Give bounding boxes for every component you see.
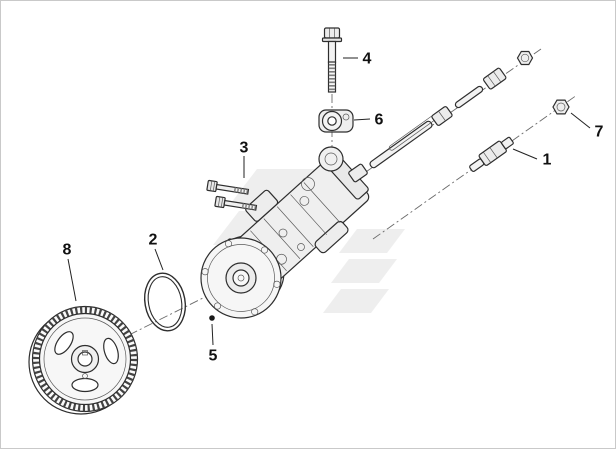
gear-pin-hole [82, 373, 88, 379]
o-ring-outer [143, 272, 187, 332]
hex-nuts [516, 50, 570, 115]
line-fitting [482, 67, 507, 90]
lower-boss [314, 220, 349, 254]
fuel-line-assembly [348, 67, 514, 183]
flange-hole [260, 246, 269, 254]
top-port [245, 189, 279, 222]
bolt-head [323, 27, 341, 39]
nut-bore [556, 102, 566, 112]
callout-number-7: 7 [595, 124, 604, 141]
bolt-shaft [327, 40, 337, 64]
gear-inner-ring [43, 317, 127, 401]
bracket-bolt-hole [327, 116, 337, 126]
bolt-threads [241, 203, 256, 210]
bolt-head-facets [218, 197, 224, 207]
o-ring-inner [147, 276, 183, 328]
callout-number-2: 2 [149, 232, 158, 249]
solenoid-boss [318, 146, 344, 172]
nut-bore [520, 53, 530, 63]
callout-number-3: 3 [240, 140, 249, 157]
hex-nut [516, 50, 534, 66]
leader-line-2 [154, 248, 164, 271]
callout-number-8: 8 [63, 242, 72, 259]
mounting-bolt [214, 195, 258, 211]
callout-layer: 1 2 3 4 5 6 7 8 [63, 51, 604, 365]
gear-slot [71, 377, 99, 393]
fitting-facets [487, 71, 501, 87]
pump-drive-gear [28, 305, 139, 415]
flange-hole [213, 302, 222, 310]
bolt-head [214, 195, 226, 209]
leader-line-8 [67, 258, 77, 302]
bolt-head-facets [210, 181, 216, 191]
flange-hole [224, 240, 233, 248]
leader-line-5 [211, 323, 214, 346]
housing-port [278, 228, 288, 238]
fuel-pipe [454, 85, 484, 109]
head-port [301, 177, 315, 191]
drive-shaft-stub [232, 269, 250, 287]
bracket-small-hole [342, 113, 350, 121]
leader-line-1 [512, 148, 538, 160]
gear-keyway [82, 350, 88, 356]
housing-port [297, 243, 305, 251]
callout-number-6: 6 [375, 112, 384, 129]
leader-line-7 [570, 112, 591, 129]
housing-port [299, 196, 310, 206]
front-flange [200, 237, 282, 319]
callout-number-4: 4 [363, 51, 372, 68]
gear-teeth [32, 306, 138, 412]
fitting-stub [501, 136, 514, 150]
callout-number-1: 1 [543, 152, 552, 169]
connector-facet [438, 110, 446, 122]
flange-hole [201, 268, 209, 276]
flange-hole [273, 280, 281, 288]
solenoid-bore [324, 152, 338, 166]
bolt-head [206, 179, 218, 193]
shaft-center [237, 274, 245, 282]
support-bracket [318, 109, 354, 133]
bolt-threads [233, 187, 248, 194]
flange-hole [251, 308, 259, 316]
o-ring-seal [143, 272, 187, 332]
gear-slot [54, 331, 74, 355]
flange-bolt-circle [207, 244, 275, 312]
hex-nut [552, 99, 570, 115]
callout-number-5: 5 [209, 348, 218, 365]
bolt-head-facets [329, 28, 335, 38]
flange-bolt [321, 27, 343, 93]
mounting-bolt [206, 179, 250, 195]
leader-line-6 [353, 118, 371, 121]
fitting-facets [483, 147, 498, 163]
gear-bore [77, 351, 93, 367]
line-union-block [348, 163, 368, 183]
gear-slot [103, 337, 119, 365]
bolt-threaded-section [327, 61, 337, 93]
dowel-pin [209, 315, 215, 321]
injection-pump-body [200, 146, 370, 319]
